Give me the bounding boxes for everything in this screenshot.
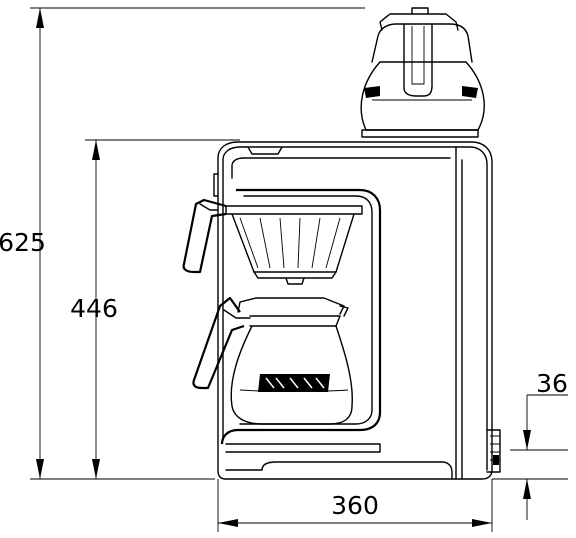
- dimension-label-total-height: 625: [0, 228, 46, 257]
- dimension-total-height: 625: [0, 7, 365, 480]
- dimension-body-height: 446: [70, 139, 240, 479]
- coffee-machine-body: [213, 141, 501, 480]
- dimension-label-width: 360: [331, 491, 379, 520]
- top-carafe: [360, 7, 485, 138]
- filter-basket: [182, 198, 363, 285]
- dimension-width: 360: [217, 479, 493, 532]
- dimension-label-body-height: 446: [70, 294, 118, 323]
- dimension-label-foot-height: 36: [536, 369, 568, 398]
- dimension-foot-height: 36: [492, 369, 568, 520]
- lower-carafe: [192, 296, 353, 425]
